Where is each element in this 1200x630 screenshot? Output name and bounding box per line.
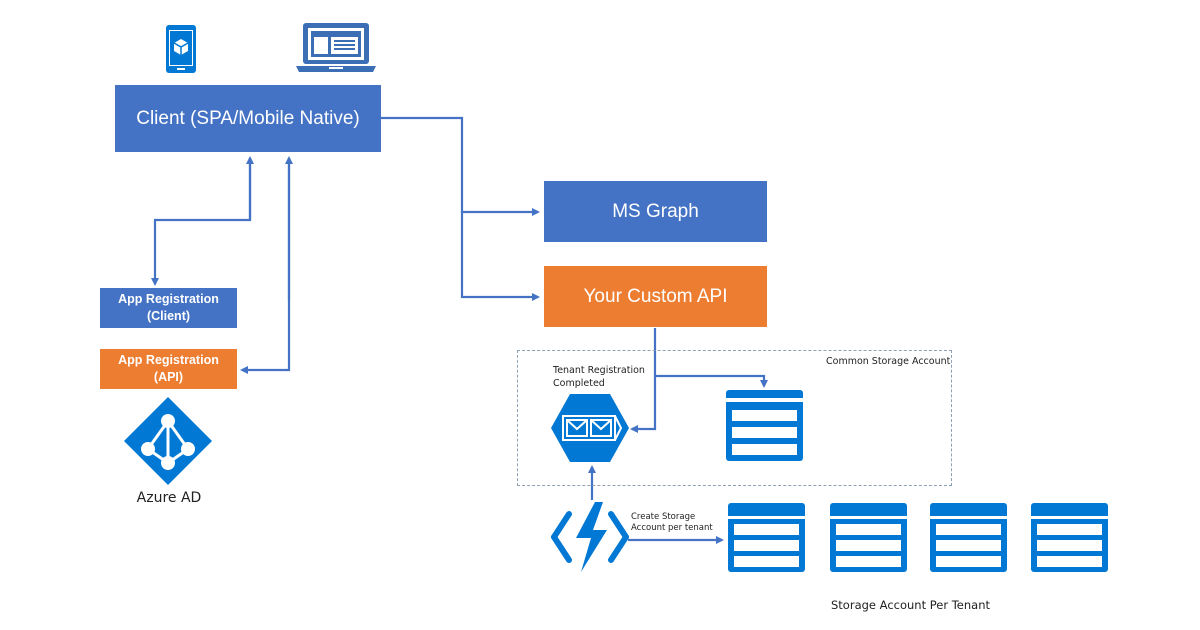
app-reg-api-line1: App Registration (118, 353, 219, 367)
tenant-registration-line2: Completed (553, 378, 605, 389)
azure-ad-label: Azure AD (136, 490, 202, 506)
tenant-registration-label: Tenant Registration Completed (553, 364, 645, 390)
laptop-icon (296, 23, 376, 72)
connector-api-table (655, 374, 768, 388)
create-storage-line1: Create Storage (631, 512, 696, 522)
tenant-storage-table-icon[interactable] (1031, 503, 1108, 572)
app-registration-client-node[interactable]: App Registration (Client) (100, 288, 237, 328)
create-storage-label: Create Storage Account per tenant (631, 512, 713, 534)
app-reg-api-line2: (API) (153, 370, 184, 384)
tenant-registration-line1: Tenant Registration (553, 365, 645, 376)
client-node[interactable]: Client (SPA/Mobile Native) (115, 85, 381, 152)
connector-client-graph (381, 116, 540, 216)
custom-api-label: Your Custom API (583, 285, 728, 307)
connector-api-queue (630, 328, 657, 433)
connector-client-appreg-client (151, 158, 252, 286)
custom-api-node[interactable]: Your Custom API (544, 266, 767, 327)
storage-table-icon[interactable] (726, 390, 803, 461)
common-storage-container (517, 350, 952, 486)
tenant-storage-table-icon[interactable] (830, 503, 907, 572)
azure-ad-icon (124, 397, 212, 485)
ms-graph-node[interactable]: MS Graph (544, 181, 767, 242)
connector-client-api (460, 212, 540, 301)
storage-queue-icon[interactable] (551, 394, 629, 462)
app-reg-client-line1: App Registration (118, 292, 219, 306)
tenant-storage-table-icon[interactable] (930, 503, 1007, 572)
tenant-storage-table-icon[interactable] (728, 503, 805, 572)
common-storage-label: Common Storage Account (826, 356, 951, 367)
create-storage-line2: Account per tenant (631, 523, 713, 533)
client-label: Client (SPA/Mobile Native) (136, 107, 360, 129)
storage-per-tenant-label: Storage Account Per Tenant (831, 598, 991, 612)
app-reg-client-line2: (Client) (146, 309, 191, 323)
azure-function-icon[interactable] (551, 500, 629, 574)
mobile-phone-icon (166, 25, 196, 73)
ms-graph-label: MS Graph (612, 200, 699, 222)
app-registration-api-node[interactable]: App Registration (API) (100, 349, 237, 389)
